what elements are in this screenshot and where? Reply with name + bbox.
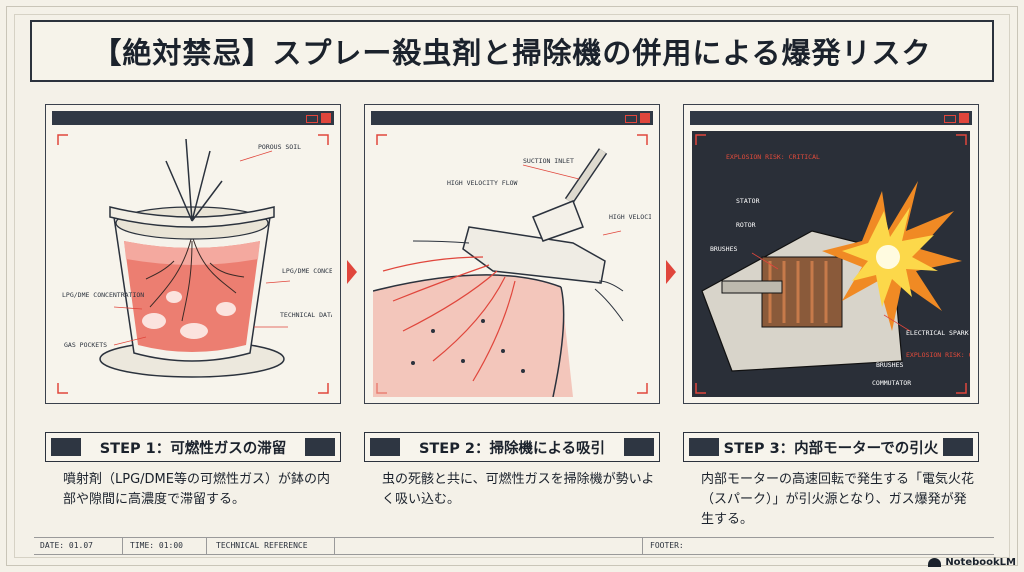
panel-marker-icon: [959, 113, 969, 123]
label-stator: STATOR: [736, 197, 760, 205]
label-electrical-spark: ELECTRICAL SPARK: [906, 329, 969, 337]
page-title: 【絶対禁忌】スプレー殺虫剤と掃除機の併用による爆発リスク: [30, 20, 994, 82]
inner-frame: [14, 14, 1010, 558]
notebooklm-logo-icon: [928, 558, 942, 567]
step-3-label: STEP 3：内部モーターでの引火: [723, 440, 939, 457]
step-2-label: STEP 2：掃除機による吸引: [418, 440, 606, 457]
label-brushes-right: BRUSHES: [876, 361, 903, 369]
label-explosion-risk-bottom: EXPLOSION RISK: CRITICAL: [906, 351, 970, 359]
step-3-label-bar: STEP 3：内部モーターでの引火: [683, 432, 979, 462]
footer-label: FOOTER:: [650, 541, 684, 550]
label-explosion-risk-top: EXPLOSION RISK: CRITICAL: [726, 153, 820, 161]
brand-name: NotebookLM: [945, 557, 1016, 568]
label-brushes-left: BRUSHES: [710, 245, 737, 253]
label-lpg-dme-left: LPG/DME CONCENTRATION: [62, 291, 144, 299]
label-porous-soil: POROUS SOIL: [258, 143, 301, 151]
arrow-right-icon: [666, 260, 676, 284]
vacuum-suction-illustration: SUCTION INLET HIGH VELOCITY FLOW HIGH VE…: [373, 134, 651, 397]
label-high-velocity-flow-right: HIGH VELOCITY FLOW: [609, 213, 651, 221]
footer-time: TIME: 01:00: [130, 541, 183, 550]
panel-marker-icon: [321, 113, 331, 123]
plant-pot-illustration: POROUS SOIL LPG/DME CONCENTRATION LPG/DM…: [57, 134, 332, 394]
step-1-description: 噴射剤（LPG/DME等の可燃性ガス）が鉢の内部や隙間に高濃度で滞留する。: [63, 472, 330, 507]
label-suction-inlet: SUCTION INLET: [523, 157, 574, 165]
step-1-label: STEP 1：可燃性ガスの滞留: [99, 440, 287, 457]
footer-date: DATE: 01.07: [40, 541, 93, 550]
footer-bar: DATE: 01.07 TIME: 01:00 TECHNICAL REFERE…: [34, 537, 994, 555]
panel-marker-icon: [640, 113, 650, 123]
brand-badge: NotebookLM: [928, 557, 1016, 568]
step-2-description: 虫の死骸と共に、可燃性ガスを掃除機が勢いよく吸い込む。: [382, 472, 655, 507]
step-1-label-bar: STEP 1：可燃性ガスの滞留: [45, 432, 341, 462]
panel-header-bar: [371, 111, 653, 125]
label-rotor: ROTOR: [736, 221, 756, 229]
label-gas-pockets: GAS POCKETS: [64, 341, 107, 349]
label-commutator: COMMUTATOR: [872, 379, 911, 387]
panel-step-2: SUCTION INLET HIGH VELOCITY FLOW HIGH VE…: [364, 104, 660, 404]
step-3-description: 内部モーターの高速回転で発生する「電気火花（スパーク）」が引火源となり、ガス爆発…: [701, 472, 975, 527]
arrow-right-icon: [347, 260, 357, 284]
panel-header-bar: [52, 111, 334, 125]
panel-step-1: POROUS SOIL LPG/DME CONCENTRATION LPG/DM…: [45, 104, 341, 404]
label-technical-data: TECHNICAL DATA: HIGH: [280, 311, 332, 319]
footer-reference: TECHNICAL REFERENCE: [216, 541, 308, 550]
motor-explosion-illustration: EXPLOSION RISK: CRITICAL STATOR ROTOR BR…: [692, 131, 970, 397]
label-high-velocity-flow-left: HIGH VELOCITY FLOW: [447, 179, 518, 187]
panel-header-bar: [690, 111, 972, 125]
step-2-label-bar: STEP 2：掃除機による吸引: [364, 432, 660, 462]
outer-frame: [6, 6, 1018, 566]
label-lpg-dme-right: LPG/DME CONCENTRATION: [282, 267, 332, 275]
panel-step-3: EXPLOSION RISK: CRITICAL STATOR ROTOR BR…: [683, 104, 979, 404]
